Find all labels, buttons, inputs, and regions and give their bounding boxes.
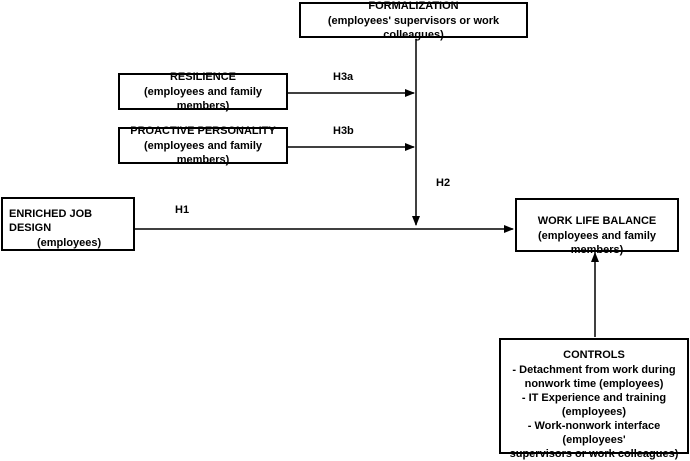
formalization-node: FORMALIZATION (employees' supervisors or… — [299, 0, 528, 41]
resilience-subtitle: (employees and family members) — [144, 86, 262, 112]
controls-title: CONTROLS — [563, 349, 625, 361]
work-life-balance-node: WORK LIFE BALANCE (employees and family … — [515, 198, 679, 256]
path-label-h3a: H3a — [333, 71, 354, 83]
enriched-job-design-title: ENRICHED JOB DESIGN — [9, 208, 93, 234]
controls-line: - IT Experience and training — [521, 392, 667, 404]
controls-line: (employees) — [561, 406, 627, 418]
controls-line: nonwork time (employees) — [524, 378, 664, 390]
controls-line: supervisors or work colleagues) — [509, 448, 679, 460]
proactive-personality-subtitle: (employees and family members) — [144, 140, 262, 166]
path-label-h2: H2 — [436, 177, 451, 189]
enriched-job-design-node: ENRICHED JOB DESIGN (employees) — [1, 197, 135, 251]
enriched-job-design-subtitle: (employees) — [37, 237, 102, 249]
controls-line: - Work-nonwork interface (employees' — [527, 420, 661, 446]
work-life-balance-title: WORK LIFE BALANCE — [537, 215, 657, 227]
formalization-title: FORMALIZATION — [368, 0, 459, 12]
proactive-personality-node: PROACTIVE PERSONALITY (employees and fam… — [118, 125, 288, 166]
path-label-h1: H1 — [175, 204, 190, 216]
path-label-h3b: H3b — [333, 125, 354, 137]
resilience-node: RESILIENCE (employees and family members… — [118, 71, 288, 112]
controls-line: - Detachment from work during — [512, 364, 676, 376]
resilience-title: RESILIENCE — [169, 71, 236, 83]
work-life-balance-subtitle: (employees and family members) — [538, 230, 656, 256]
proactive-personality-title: PROACTIVE PERSONALITY — [130, 125, 276, 137]
controls-node: CONTROLS - Detachment from work during n… — [499, 338, 689, 460]
formalization-subtitle: (employees' supervisors or work colleagu… — [327, 14, 500, 41]
